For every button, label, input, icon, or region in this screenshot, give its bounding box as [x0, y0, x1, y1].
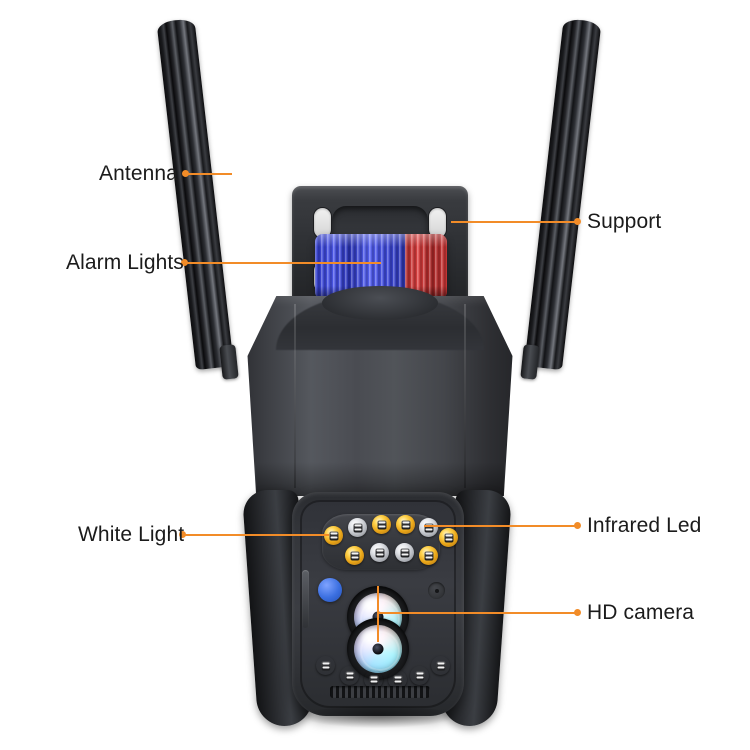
leader-line-infrared-led: [424, 525, 576, 527]
leader-dot-support: [574, 218, 581, 225]
leader-dot-antenna: [182, 170, 189, 177]
leader-line-alarm-lights: [185, 262, 381, 264]
head-faceplate: [300, 500, 458, 708]
bracket-slot: [429, 208, 446, 238]
infrared-led: [395, 543, 414, 562]
side-button-strip: [302, 570, 309, 628]
white-light-led: [396, 515, 415, 534]
lens-highlight: [363, 598, 380, 611]
infrared-led: [364, 670, 383, 689]
leader-dot-hd-camera: [574, 609, 581, 616]
leader-line-hd-camera-riser: [377, 586, 379, 642]
infrared-led: [348, 518, 367, 537]
callout-label-support: Support: [587, 211, 661, 232]
label-text-support: Support: [587, 210, 662, 233]
body-dome: [322, 286, 438, 320]
light-sensor: [318, 578, 342, 602]
body-seam: [464, 304, 466, 488]
infrared-led: [388, 670, 407, 689]
body-seam: [294, 304, 296, 488]
right-antenna-rod: [524, 18, 602, 371]
white-light-led: [439, 528, 458, 547]
label-text-hd-camera: HD camera: [587, 601, 695, 624]
infrared-led: [316, 656, 335, 675]
beacon-highlight: [315, 234, 447, 247]
speaker-grille: [330, 686, 430, 698]
white-light-led: [345, 546, 364, 565]
white-light-led: [419, 546, 438, 565]
callout-label-white-light: White Light: [78, 524, 184, 545]
left-antenna-rod: [156, 18, 234, 371]
lens-highlight: [363, 630, 380, 643]
infrared-led: [431, 656, 450, 675]
ground-shadow: [300, 706, 456, 728]
lens-pupil: [372, 643, 384, 655]
microphone-hole: [428, 582, 445, 599]
callout-label-antenna: Antenna: [99, 163, 178, 184]
label-text-white-light: White Light: [78, 523, 185, 546]
leader-line-white-light: [183, 534, 329, 536]
leader-dot-alarm-lights: [181, 259, 188, 266]
right-antenna: [524, 18, 602, 371]
white-light-led: [340, 666, 359, 685]
label-text-antenna: Antenna: [99, 162, 178, 185]
label-text-alarm-lights: Alarm Lights: [66, 251, 184, 274]
leader-line-antenna: [186, 173, 232, 175]
leader-dot-white-light: [179, 531, 186, 538]
infrared-led: [419, 518, 438, 537]
bracket-slot: [314, 208, 331, 238]
leader-dot-infrared-led: [574, 522, 581, 529]
label-text-infrared-led: Infrared Led: [587, 514, 702, 537]
white-light-led: [324, 526, 343, 545]
leader-line-support: [451, 221, 576, 223]
white-light-led: [372, 515, 391, 534]
lens-ring: [360, 631, 400, 671]
callout-label-hd-camera: HD camera: [587, 602, 694, 623]
left-antenna: [156, 18, 234, 371]
camera-body: [236, 286, 524, 496]
callout-label-infrared-led: Infrared Led: [587, 515, 701, 536]
infrared-led: [370, 543, 389, 562]
leader-line-hd-camera: [377, 612, 576, 614]
white-light-led: [410, 666, 429, 685]
callout-label-alarm-lights: Alarm Lights: [66, 252, 184, 273]
